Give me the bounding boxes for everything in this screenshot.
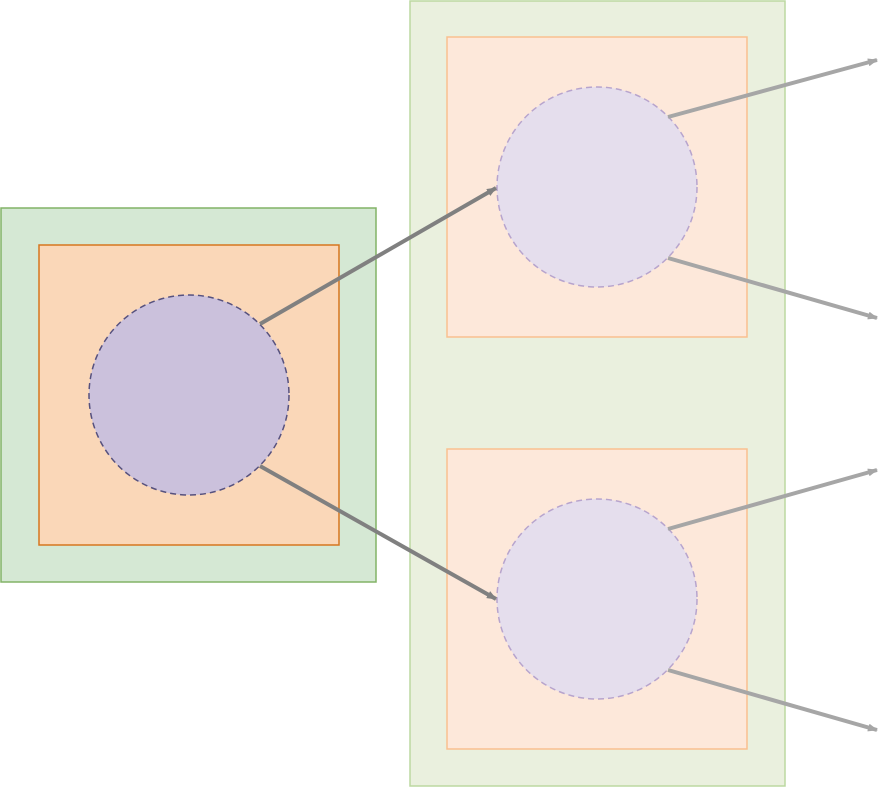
root-node: [88, 294, 290, 496]
edge-child-1-out-upper: [667, 58, 878, 119]
child-2-node: [496, 498, 698, 700]
edge-child-1-out-lower: [667, 256, 878, 320]
edge-root-to-child-1: [259, 186, 497, 326]
edge-child-2-out-upper: [667, 468, 878, 531]
child-1-node: [496, 86, 698, 288]
edge-root-to-child-2: [259, 464, 497, 601]
edge-child-2-out-lower: [667, 668, 878, 732]
